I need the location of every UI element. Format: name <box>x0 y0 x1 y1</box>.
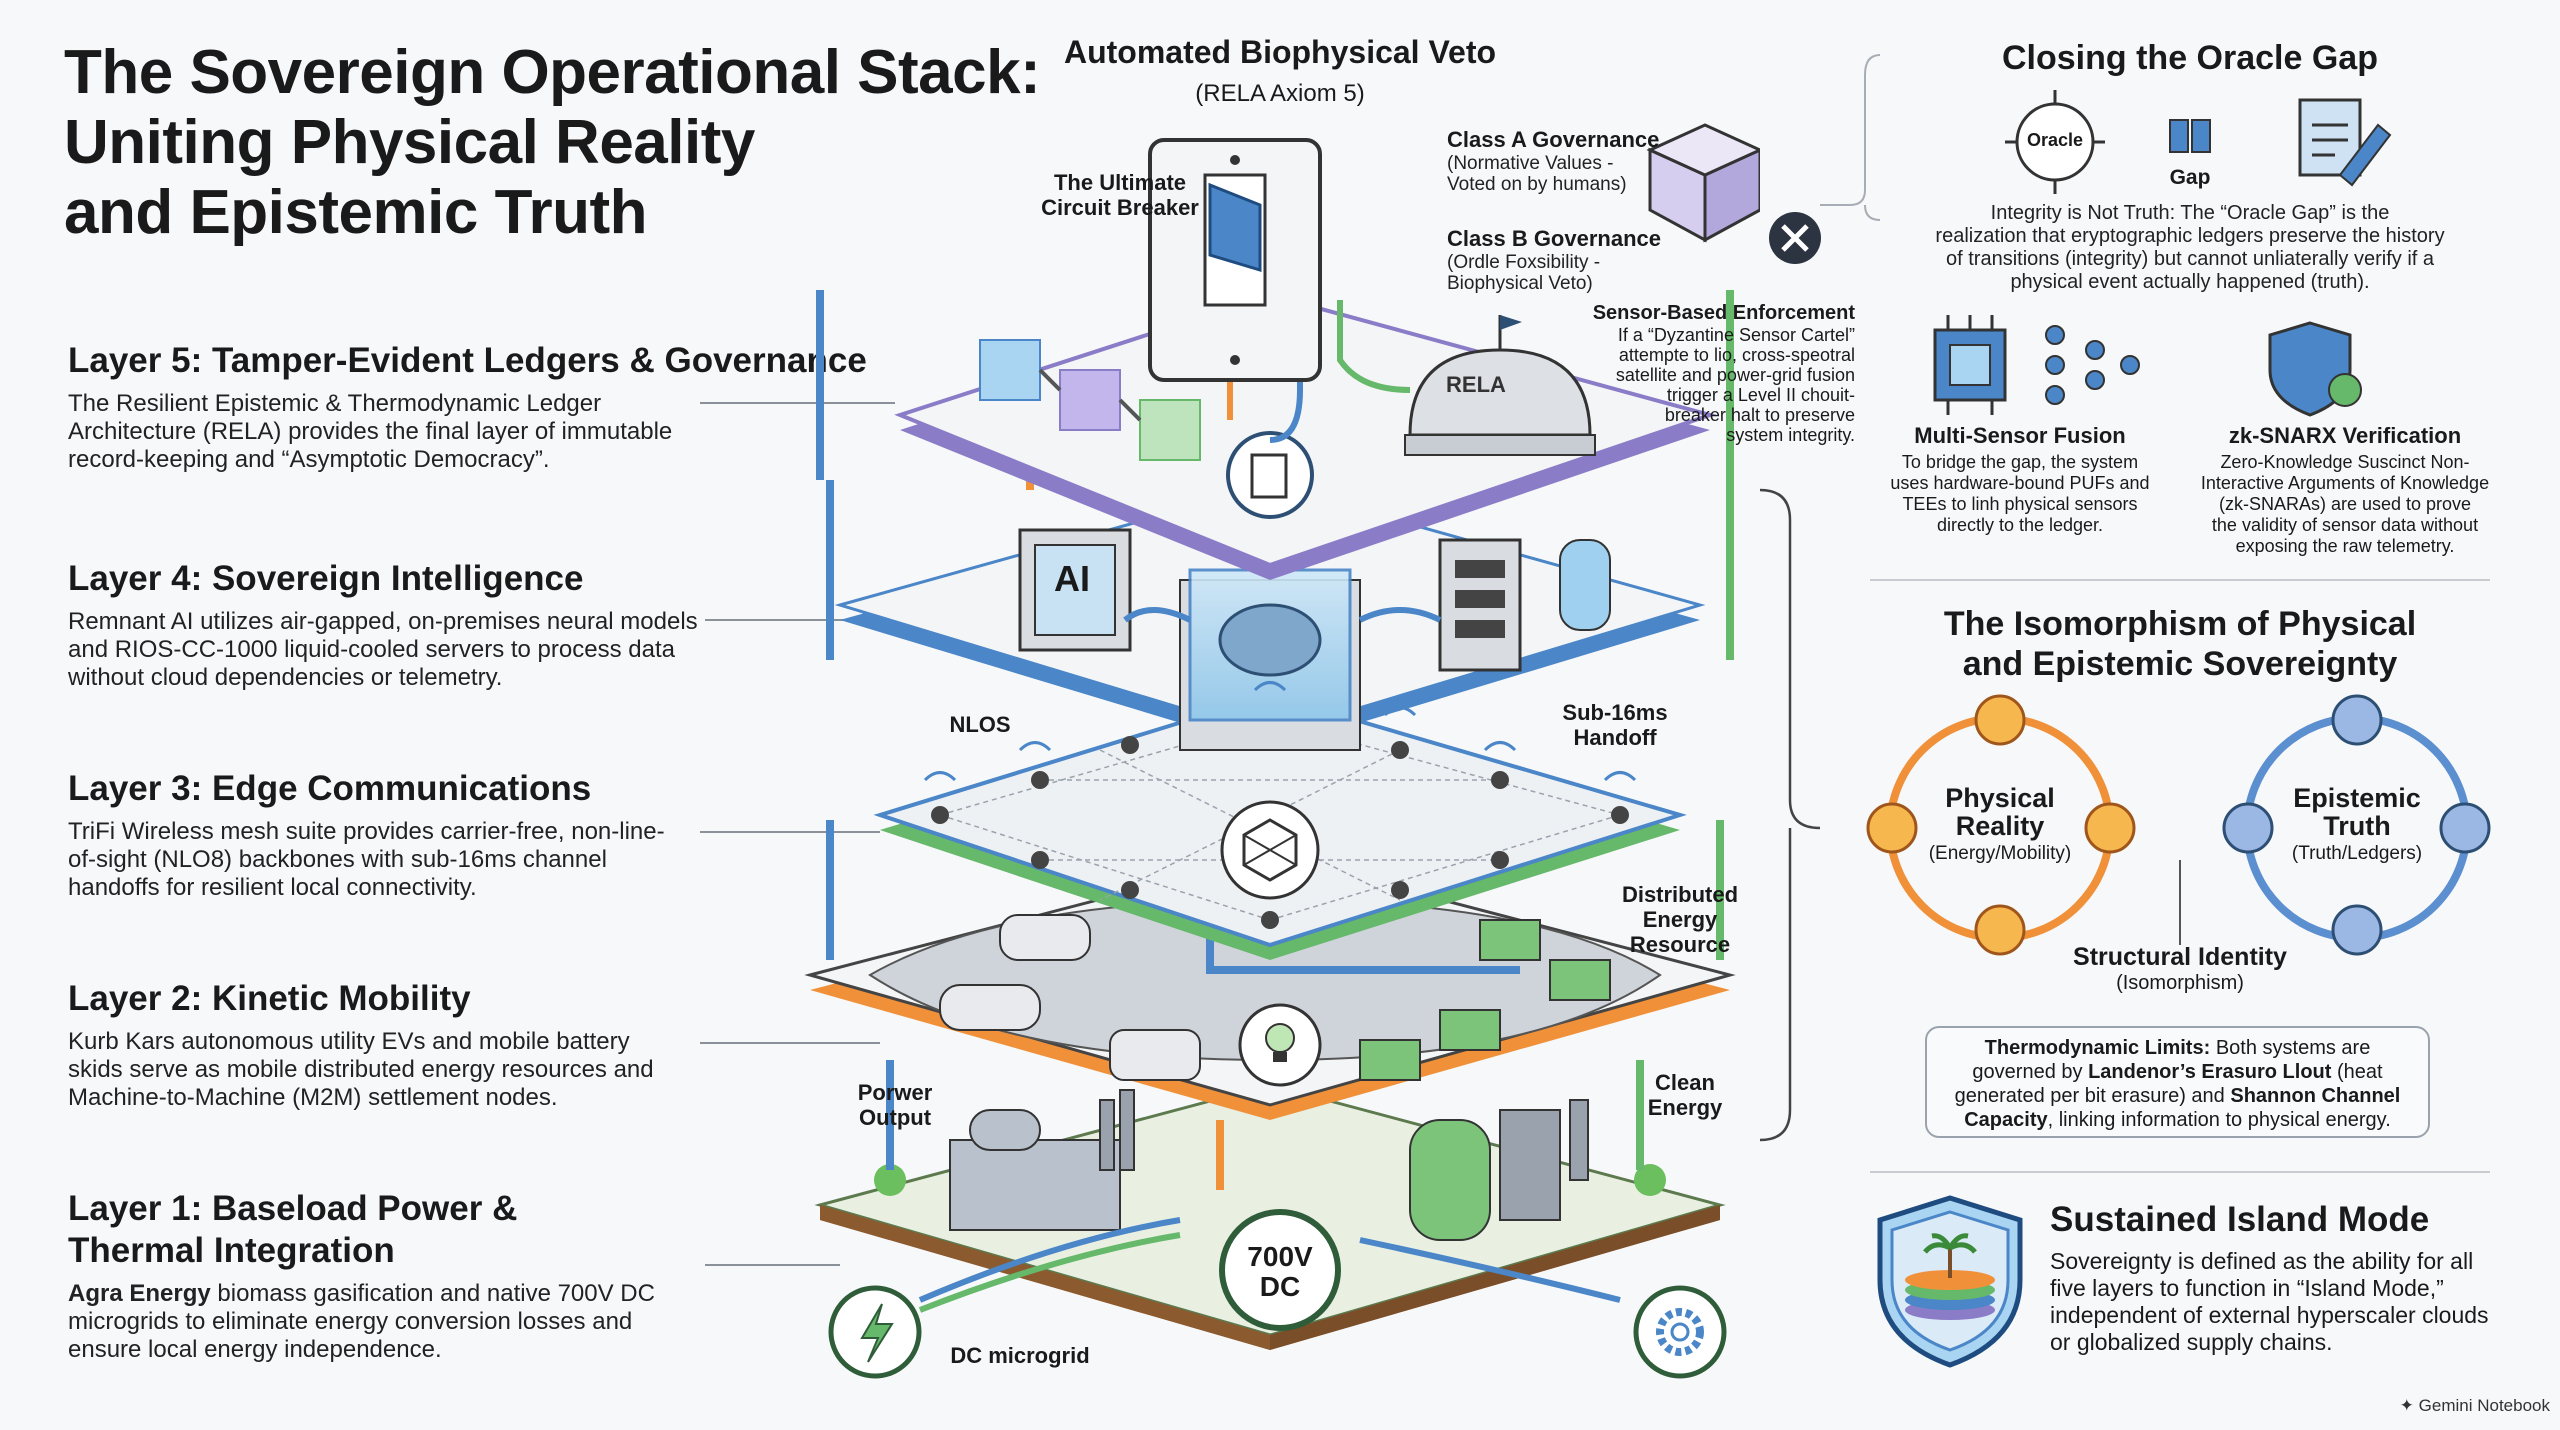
layer-2-title: Layer 2: Kinetic Mobility <box>68 979 471 1018</box>
oracle-icons <box>2005 90 2392 194</box>
layer-1-desc: Agra Energy biomass gasification and nat… <box>68 1280 655 1363</box>
layer-4-block: Layer 4: Sovereign Intelligence Remnant … <box>68 558 868 692</box>
layer-1-title-line2: Thermal Integration <box>68 1231 395 1270</box>
zk-title: zk-SNARX Verification <box>2228 423 2462 448</box>
layer-4-platform <box>834 483 1706 751</box>
footer-brand: ✦ Gemini Notebook <box>2399 1396 2550 1415</box>
structural-identity-label: Structural Identity <box>2073 943 2287 971</box>
layer-5-title: Layer 5: Tamper-Evident Ledgers & Govern… <box>68 341 867 380</box>
structural-identity-sub: (Isomorphism) <box>2116 972 2244 994</box>
veto-title: Automated Biophysical Veto <box>1063 34 1497 70</box>
island-desc: Sovereignty is defined as the ability fo… <box>2050 1248 2489 1355</box>
fusion-title: Multi-Sensor Fusion <box>1914 423 2126 448</box>
clean-energy-label: Clean Energy <box>1647 1070 1723 1120</box>
page-title: The Sovereign Operational Stack: Uniting… <box>64 38 1041 247</box>
veto-x-icon <box>1769 212 1821 264</box>
handoff-label: Sub-16ms Handoff <box>1562 700 1668 750</box>
layer-2-block: Layer 2: Kinetic Mobility Kurb Kars auto… <box>68 978 868 1112</box>
class-a-governance: Class A Governance (Normative Values - V… <box>1447 127 1660 195</box>
layer-5-platform <box>894 292 1717 580</box>
stack-illustration <box>804 123 1760 1379</box>
circuit-breaker-switch <box>1148 138 1322 382</box>
isomorphism-title: The Isomorphism of Physical and Epistemi… <box>1943 605 2417 683</box>
layer-4-title: Layer 4: Sovereign Intelligence <box>68 559 584 598</box>
layer-5-block: Layer 5: Tamper-Evident Ledgers & Govern… <box>68 340 868 474</box>
layer-1-title-line1: Layer 1: Baseload Power & <box>68 1189 518 1228</box>
physical-reality-label: Physical Reality <box>1945 783 2055 841</box>
island-shield-icon <box>1877 1195 2023 1368</box>
layer-3-block: Layer 3: Edge Communications TriFi Wirel… <box>68 768 868 902</box>
gap-label: Gap <box>2169 166 2211 189</box>
layer-3-desc: TriFi Wireless mesh suite provides carri… <box>68 818 665 901</box>
layer-5-desc: The Resilient Epistemic & Thermodynamic … <box>68 390 673 473</box>
layer-1-platform <box>814 1083 1727 1379</box>
veto-subtitle: (RELA Axiom 5) <box>1195 80 1365 107</box>
sensor-enforcement: Sensor-Based Enforcement If a “Dyzantine… <box>1592 302 1855 445</box>
dc-microgrid-label: DC microgrid <box>950 1343 1090 1368</box>
fusion-desc: To bridge the gap, the system uses hardw… <box>1890 452 2150 535</box>
thermo-limits-box: Thermodynamic Limits: Both systems are g… <box>1925 1026 2430 1138</box>
rela-label: RELA <box>1446 372 1506 397</box>
sparkle-icon: ✦ <box>2399 1396 2414 1415</box>
layer-2-desc: Kurb Kars autonomous utility EVs and mob… <box>68 1028 654 1111</box>
zk-desc: Zero-Knowledge Suscinct Non- Interactive… <box>2200 452 2490 556</box>
layer-3-title: Layer 3: Edge Communications <box>68 769 592 808</box>
der-label: Distributed Energy Resource <box>1621 882 1739 957</box>
circuit-breaker-label: The Ultimate Circuit Breaker <box>1041 170 1199 220</box>
isomorphism-rings <box>1866 694 2491 956</box>
epistemic-truth-label: Epistemic Truth <box>2293 783 2421 841</box>
physical-reality-sub: (Energy/Mobility) <box>1928 843 2072 864</box>
oracle-label: Oracle <box>2026 130 2084 150</box>
nlos-label: NLOS <box>949 712 1011 737</box>
epistemic-truth-sub: (Truth/Ledgers) <box>2291 843 2423 864</box>
layer-3-platform <box>873 692 1687 960</box>
oracle-desc: Integrity is Not Truth: The “Oracle Gap”… <box>1935 202 2445 293</box>
oracle-title: Closing the Oracle Gap <box>2002 39 2378 77</box>
governance-cube <box>1646 123 1760 243</box>
power-output-label: Porwer Output <box>857 1080 933 1130</box>
fusion-zk-icons <box>1933 315 2362 417</box>
island-title: Sustained Island Mode <box>2050 1200 2430 1239</box>
class-b-governance: Class B Governance (Ordle Foxsibility - … <box>1447 226 1661 294</box>
layer-4-desc: Remnant AI utilizes air-gapped, on-premi… <box>68 608 698 691</box>
dc-700v-label: 700V DC <box>1247 1241 1313 1302</box>
ai-label: AI <box>1054 558 1090 599</box>
layer-1-block: Layer 1: Baseload Power & Thermal Integr… <box>68 1188 868 1364</box>
